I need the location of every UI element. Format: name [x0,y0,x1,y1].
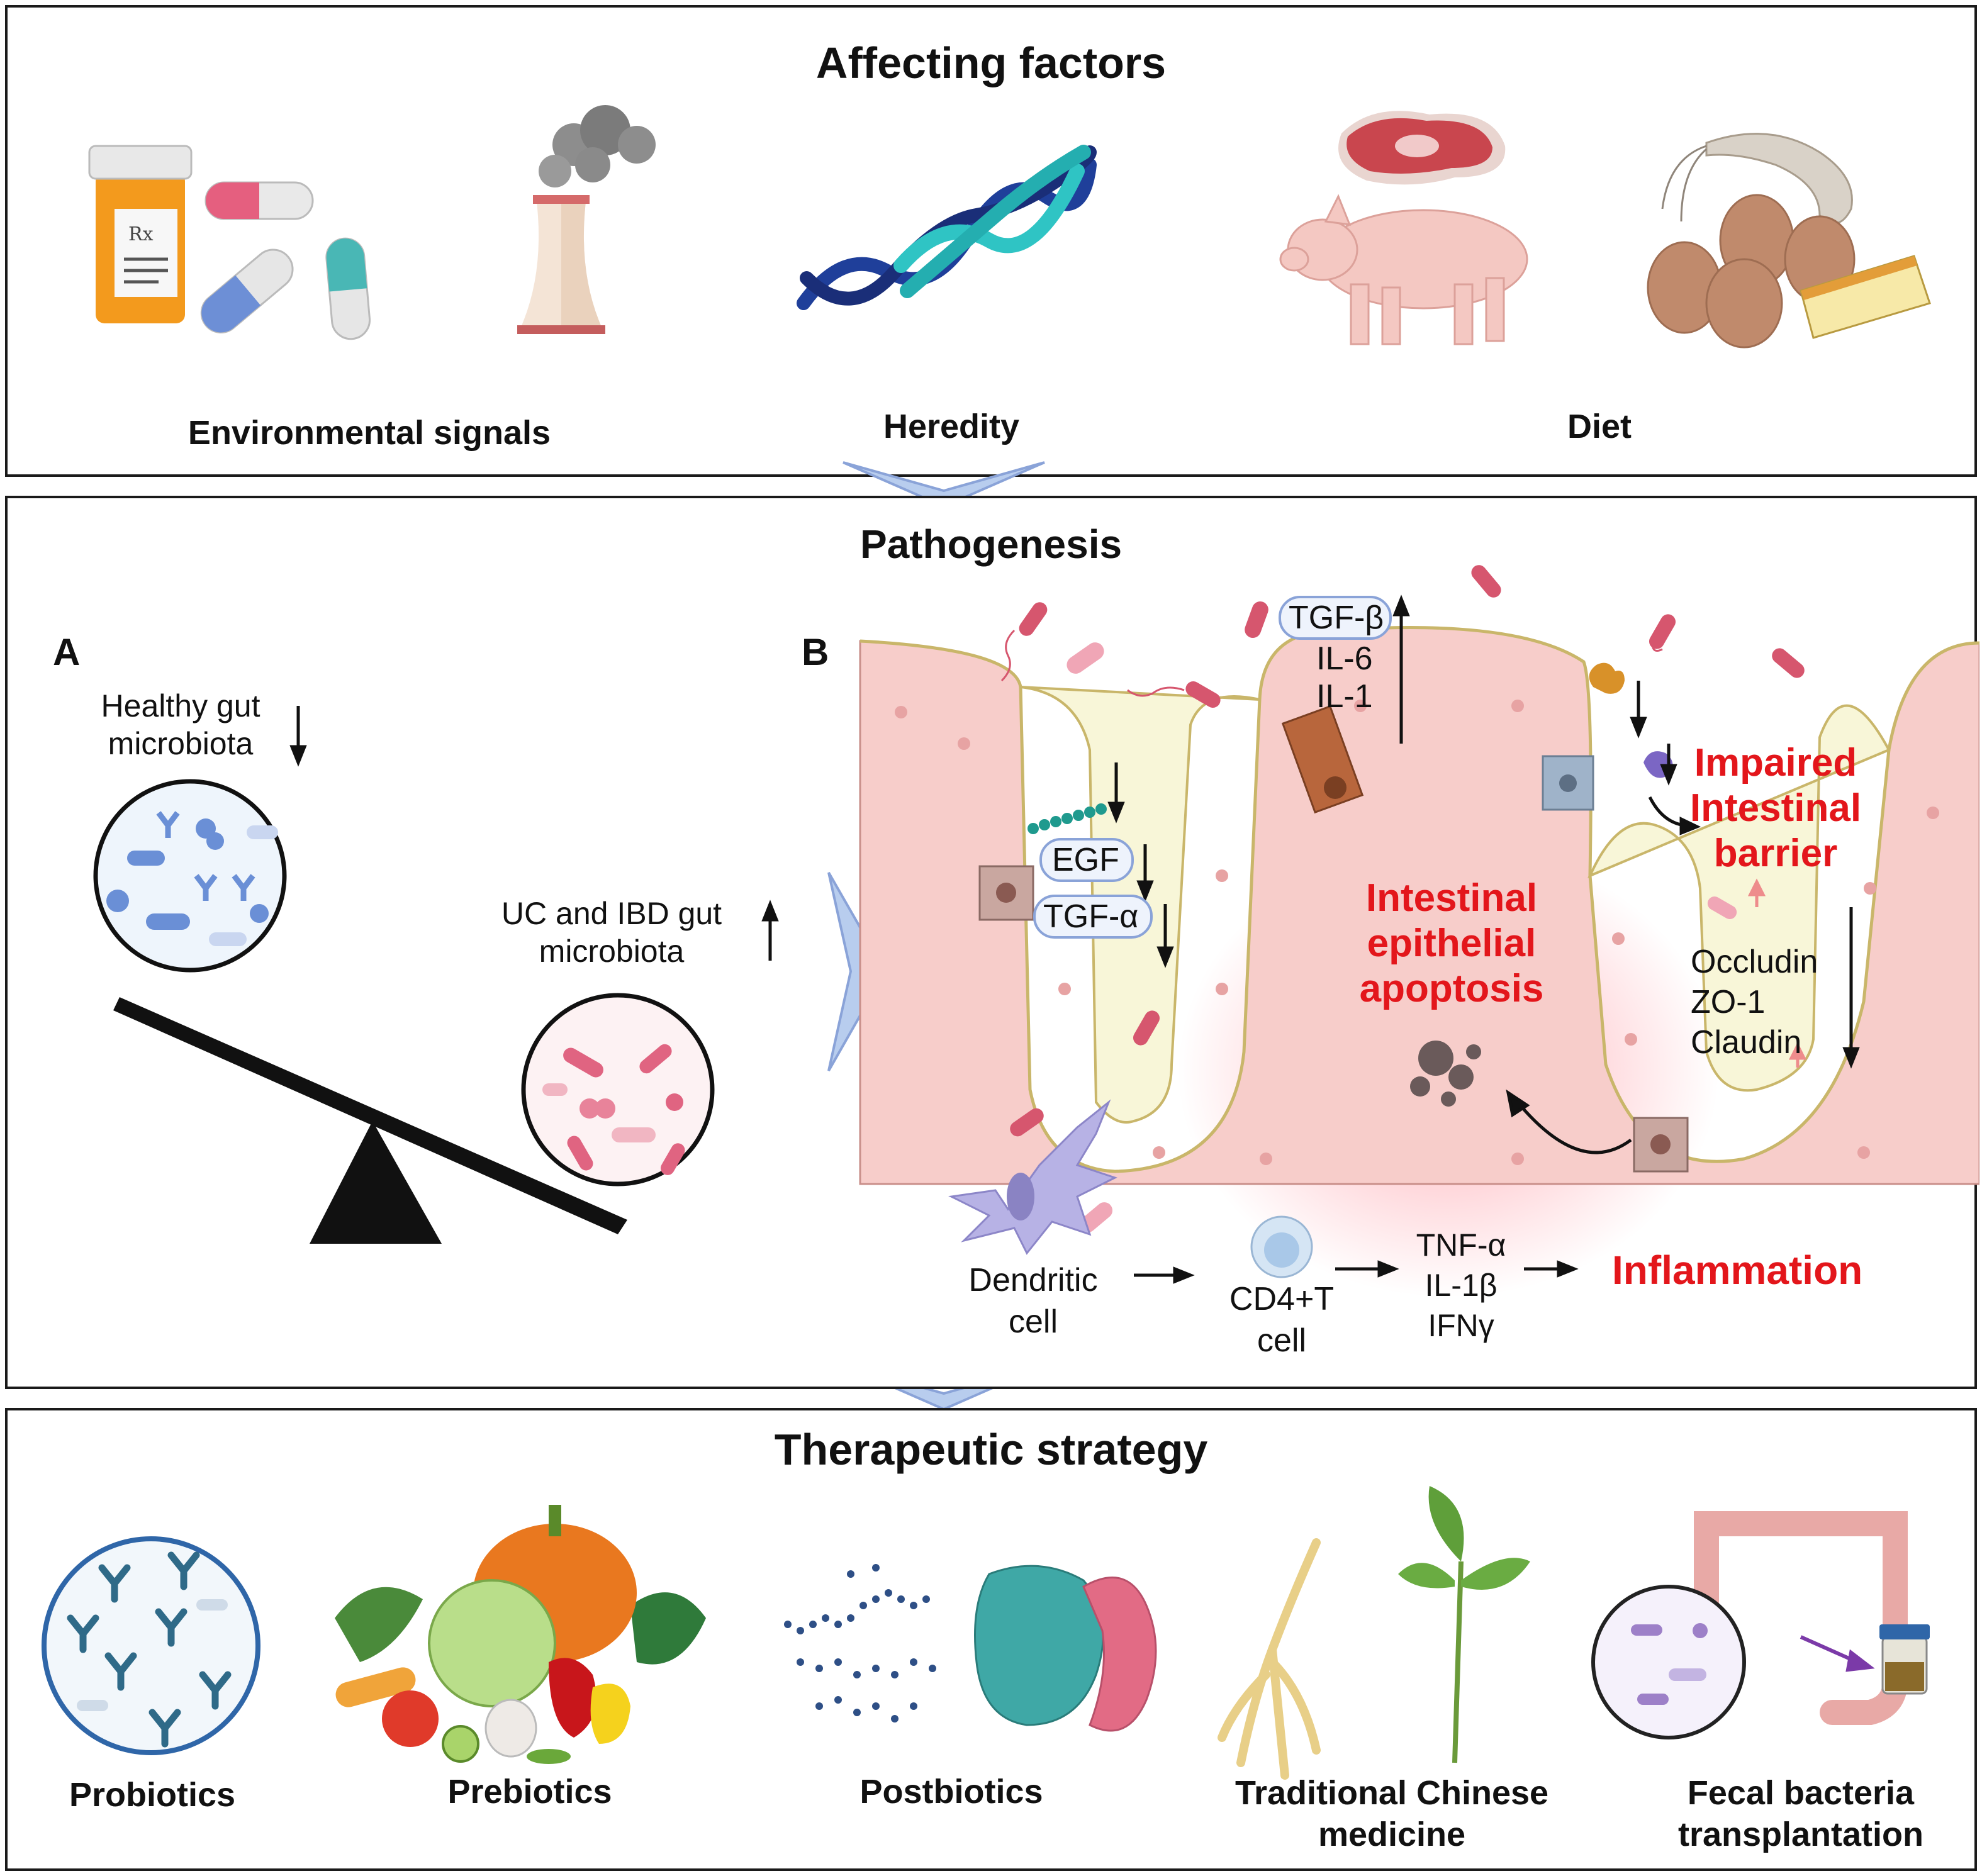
egf-chain-icon [1027,803,1107,834]
affecting-factors-title: Affecting factors [815,38,1167,87]
panel-b-letter: B [802,631,829,673]
uc-microbiota-label: UC and IBD gut microbiota [501,896,722,969]
apoptosis-label: Intestinal epithelial apoptosis [1359,876,1544,1010]
bacteria-flagella [1000,617,1672,697]
inflammation-label: Inflammation [1612,1248,1863,1293]
arrows-layer [289,595,1860,1284]
tight-junction-labels: Occludin ZO-1 Claudin [1691,944,1818,1061]
apoptotic-cell-icon [1410,1041,1481,1107]
bacteria-icons [1010,565,1805,1232]
pill-bottle-icon: Rx [88,145,193,323]
healthy-microbiota-icon [93,779,287,973]
il1-label: IL-1 [1316,678,1373,715]
probiotic-circle-icon [42,1536,260,1755]
vegetables-icon [335,1505,706,1764]
pathogenesis-illustration [93,565,1979,1297]
cd4-t-cell-icon [1250,1215,1313,1278]
factory-chimney-icon [517,105,656,334]
egf-badge [1039,838,1134,882]
dendritic-cell-icon [948,1099,1117,1255]
diet-label: Diet [1567,408,1632,445]
affecting-icons-layer: Rx [88,105,1931,349]
steak-icon [1338,111,1506,185]
panel-a-letter: A [53,631,81,673]
antigen-icon [1589,662,1625,694]
uc-microbiota-icon [521,993,715,1186]
impaired-barrier-label: Impaired Intestinal barrier [1689,741,1862,875]
seesaw-icon [113,997,627,1244]
pig-icon [1279,194,1528,345]
affecting-factors-panel: Affecting factors Rx [5,5,1977,477]
fmt-label: Fecal bacteria transplantation [1677,1774,1924,1853]
tcm-label: Traditional Chinese medicine [1235,1774,1549,1853]
healthy-microbiota-label: Healthy gut microbiota [101,688,260,761]
postbiotic-molecules-icon [784,1564,1157,1732]
prebiotics-label: Prebiotics [447,1773,612,1811]
cytokine-output-labels: TNF-α IL-1β IFNγ [1416,1227,1506,1343]
cheese-icon [1800,255,1931,339]
pathogenesis-title: Pathogenesis [859,522,1123,567]
therapy-icons-layer [42,1486,1930,1780]
il6-label: IL-6 [1316,640,1373,677]
postbiotics-label: Postbiotics [859,1773,1043,1811]
pathogenesis-panel: Pathogenesis [5,496,1979,1389]
environmental-signals-label: Environmental signals [188,414,551,452]
therapy-title: Therapeutic strategy [774,1425,1208,1474]
fmt-arrow-icon [1800,1635,1875,1672]
tgf-beta-badge [1279,596,1392,640]
heredity-label: Heredity [883,408,1020,445]
tgf-beta-label: TGF-β [1289,600,1384,636]
svg-text:Rx: Rx [128,223,154,245]
colon-icon [1694,1511,1908,1725]
dna-helix-icon [797,145,1097,310]
dendritic-cell-label: Dendritic cell [968,1262,1098,1340]
stool-sample-jar-icon [1879,1624,1930,1695]
capsule-icon [200,181,371,340]
leaf-plant-icon [1398,1486,1530,1763]
probiotics-label: Probiotics [69,1776,236,1814]
pink-arrows-layer [1747,878,1807,1068]
tgf-alpha-badge [1033,895,1153,939]
cd4-cell-label: CD4+T cell [1229,1281,1335,1359]
egf-label: EGF [1052,842,1119,878]
shrimp-icon [1661,133,1853,225]
therapy-panel: Therapeutic strategy [5,1408,1977,1871]
fmt-circle-icon [1591,1585,1746,1739]
ginseng-root-icon [1218,1538,1321,1780]
tgf-alpha-label: TGF-α [1043,898,1139,935]
